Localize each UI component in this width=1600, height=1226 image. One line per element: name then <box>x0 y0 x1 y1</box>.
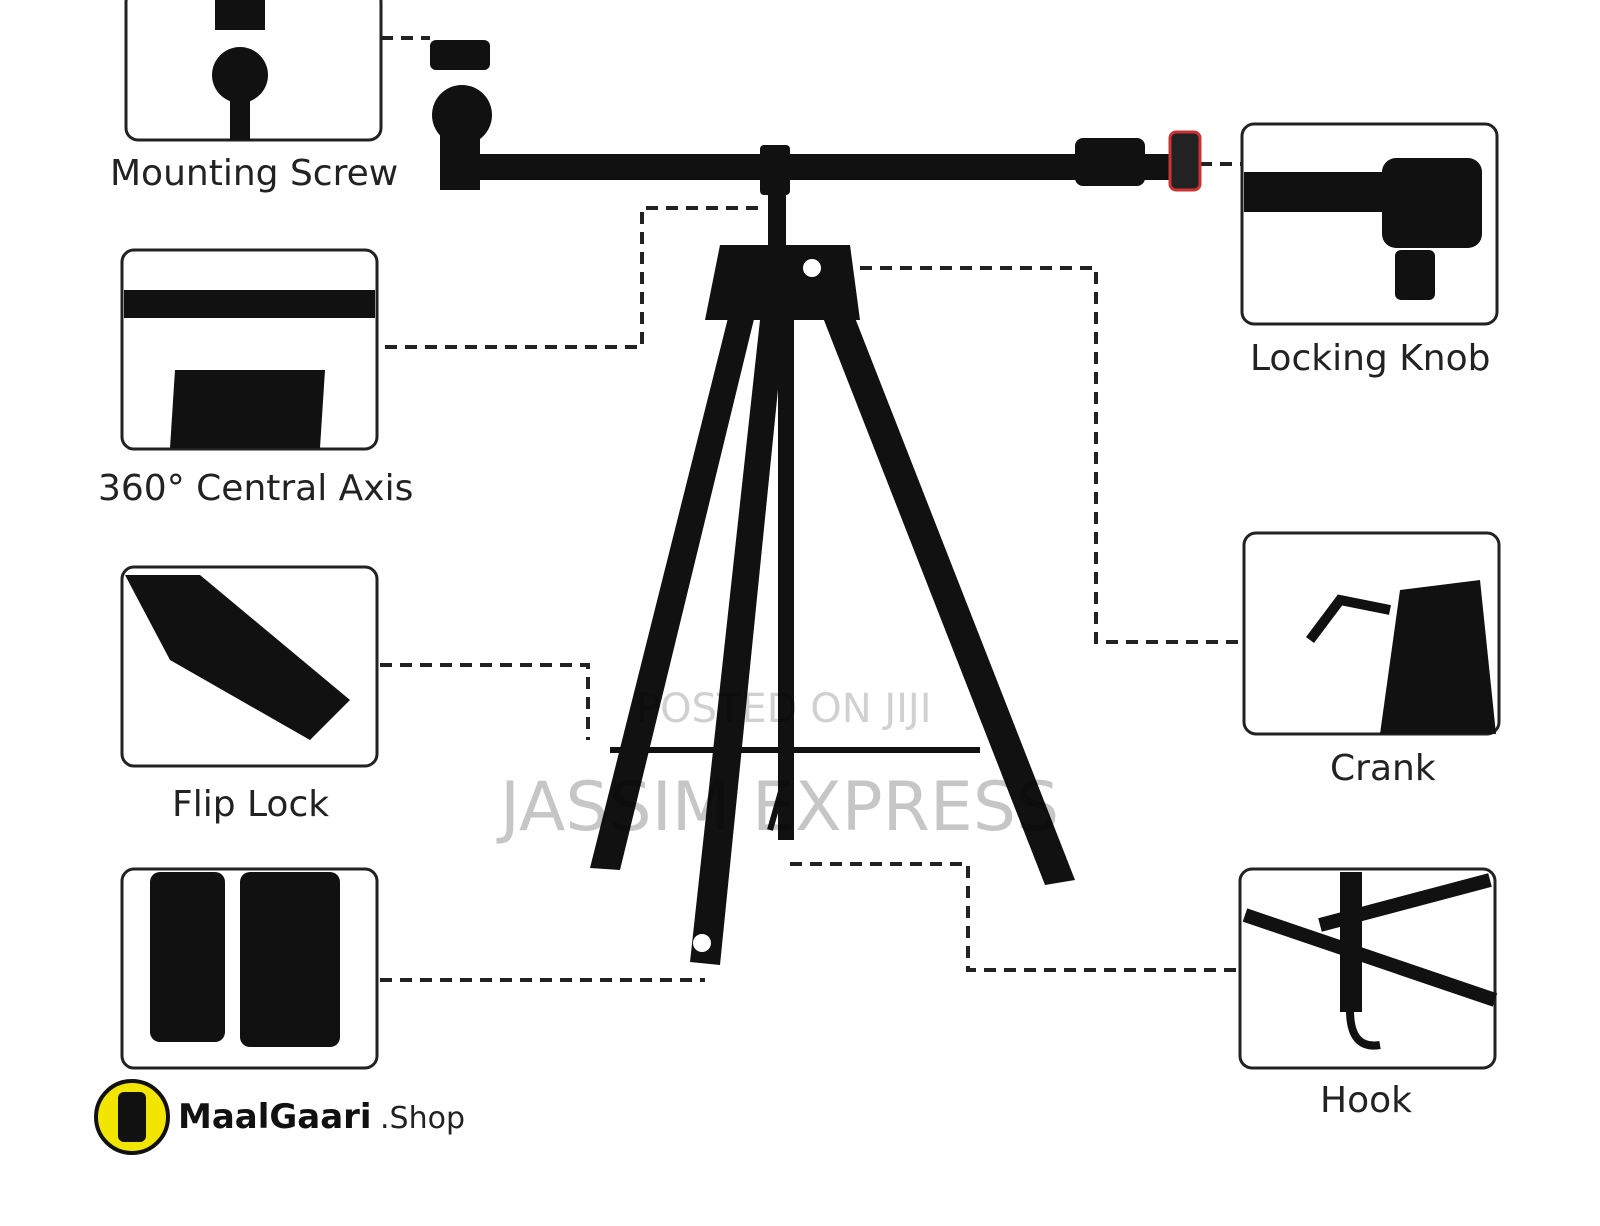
detail-crank: Crank <box>1242 531 1501 789</box>
detail-locking-knob: Locking Knob <box>1240 122 1499 379</box>
detail-mounting-screw: Mounting Screw <box>110 0 398 194</box>
label-locking-knob: Locking Knob <box>1250 338 1491 379</box>
detail-flip-lock: Flip Lock <box>120 565 379 825</box>
horizontal-arm <box>450 154 1195 180</box>
seller-watermark: JASSIM EXPRESS <box>496 768 1059 847</box>
locking-knob <box>1168 130 1202 192</box>
posted-watermark: POSTED ON JIJI <box>636 686 932 732</box>
logo-suffix: .Shop <box>380 1101 465 1136</box>
label-flip-lock: Flip Lock <box>172 784 329 825</box>
arm-clamp <box>1075 138 1145 186</box>
label-crank: Crank <box>1330 748 1436 789</box>
tripod-image <box>430 40 1202 965</box>
detail-central-axis: 360° Central Axis <box>98 248 413 509</box>
center-column <box>778 320 794 840</box>
leg-left <box>590 310 755 870</box>
maalgaari-logo: MaalGaari .Shop <box>94 1079 465 1155</box>
connector-lines <box>380 36 1244 982</box>
detail-hook: Hook <box>1238 867 1498 1121</box>
tripod-head <box>705 245 860 320</box>
label-hook: Hook <box>1320 1080 1412 1121</box>
leg-right <box>820 305 1075 885</box>
detail-leg-sections <box>120 867 379 1070</box>
leg-front <box>690 320 785 965</box>
label-mounting-screw: Mounting Screw <box>110 153 398 194</box>
logo-brand: MaalGaari <box>178 1097 372 1137</box>
label-central-axis: 360° Central Axis <box>98 468 413 509</box>
